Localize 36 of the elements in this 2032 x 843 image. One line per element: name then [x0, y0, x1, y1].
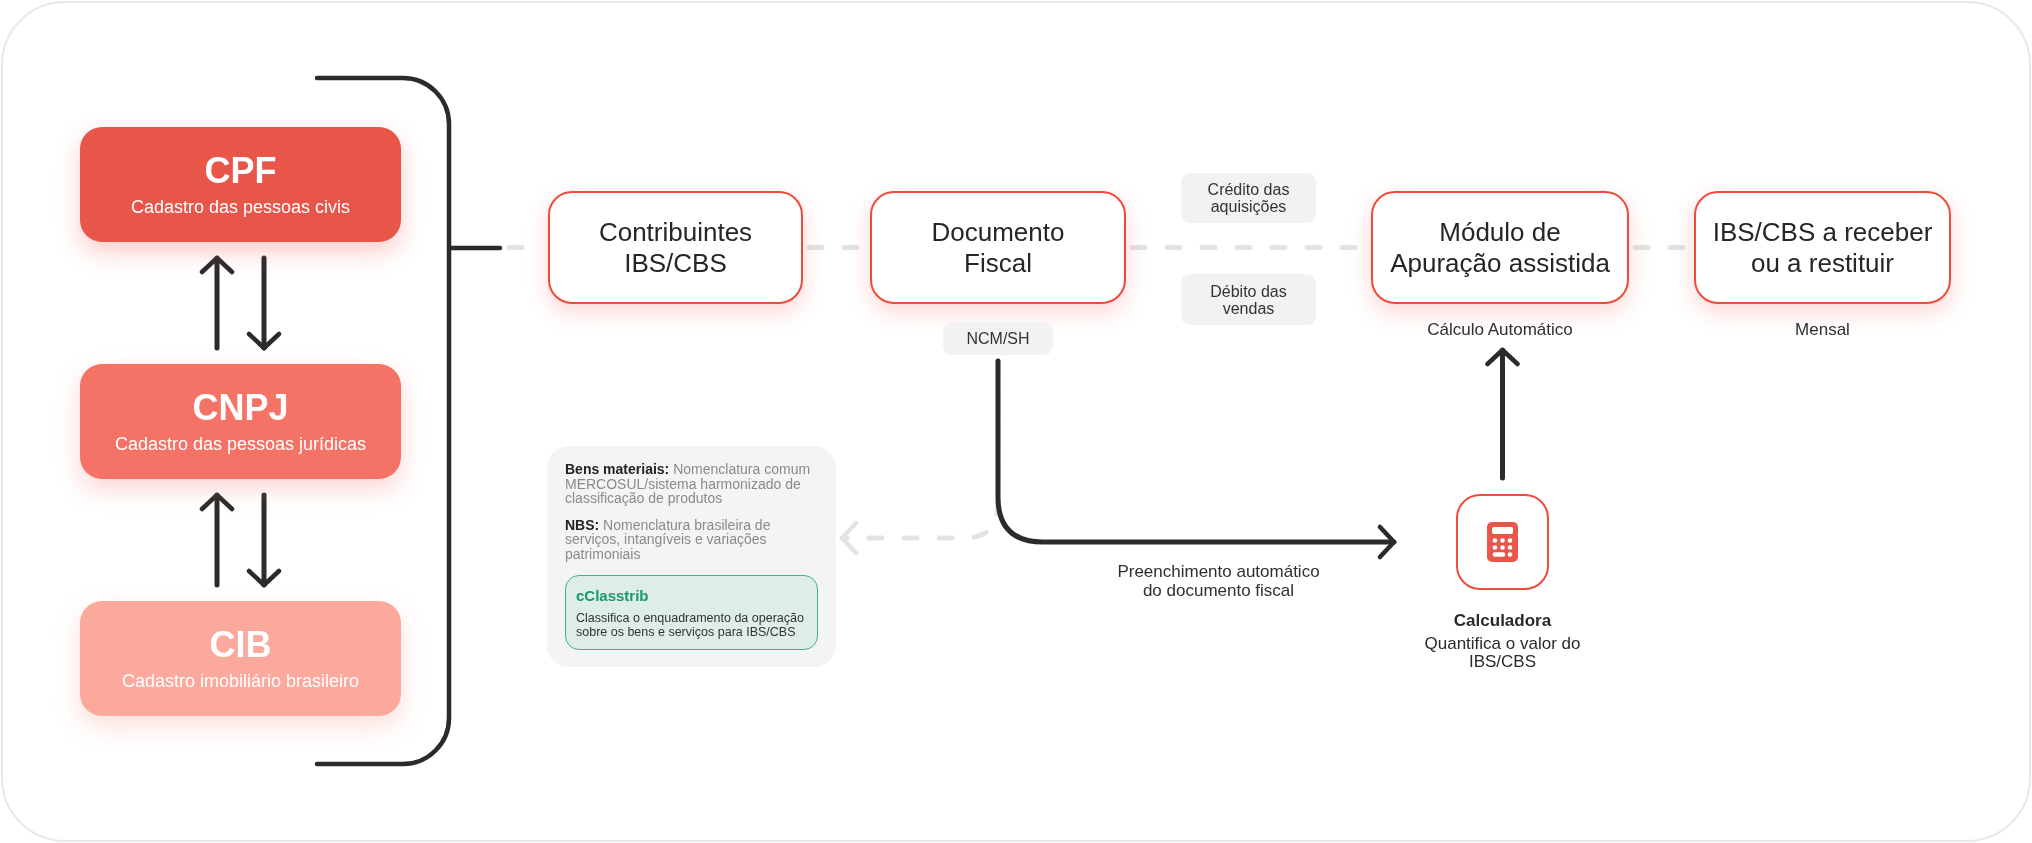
node-label: Cálculo Automático	[1427, 320, 1573, 340]
card-subtitle: Cadastro das pessoas jurídicas	[114, 433, 367, 455]
step-label: Módulo de Apuração assistida	[1389, 216, 1611, 279]
node-label: Mensal	[1795, 320, 1850, 340]
registry-card	[80, 601, 401, 716]
info-panel	[547, 446, 836, 667]
note-card	[565, 575, 818, 650]
process-box	[1694, 191, 1951, 304]
step-label: Documento Fiscal	[930, 216, 1066, 279]
step-label: IBS/CBS a receber ou a restituir	[1711, 216, 1934, 279]
card-title: CIB	[209, 625, 272, 665]
tag-text: Débito das vendas	[1209, 282, 1288, 317]
step-label: Contribuintes IBS/CBS	[597, 216, 754, 279]
arrow	[199, 255, 235, 351]
process-box	[1371, 191, 1629, 304]
card-title: CPF	[204, 151, 277, 191]
registry-card	[80, 127, 401, 242]
registry-card	[80, 364, 401, 479]
arrow	[246, 492, 282, 588]
process-box	[548, 191, 803, 304]
note-title: cClasstrib	[576, 587, 650, 605]
card-title: CNPJ	[192, 388, 289, 428]
card-subtitle: Cadastro imobiliário brasileiro	[121, 670, 360, 692]
tag-text: NCM/SH	[966, 330, 1030, 347]
card-subtitle: Cadastro das pessoas civis	[130, 196, 351, 218]
arrow	[995, 358, 1397, 560]
process-box	[870, 191, 1126, 304]
definition-text: NBS: Nomenclatura brasileira de serviços, intangíveis e variações patrimoniais	[565, 517, 772, 561]
note-text: Classifica o enquadramento da operação sobre os bens e serviços para IBS/CBS	[576, 611, 805, 639]
caption-title: Calculadora	[1453, 611, 1552, 631]
arrow	[199, 492, 235, 588]
arrow	[1485, 347, 1520, 481]
tag-text: Crédito das aquisições	[1206, 181, 1291, 215]
arrow	[246, 255, 282, 351]
definition-text: Bens materiais: Nomenclatura comum MERCOSUL/sistema harmonizado de classificação de produtos	[565, 462, 812, 506]
caption-text: Quantifica o valor do IBS/CBS	[1423, 635, 1582, 671]
